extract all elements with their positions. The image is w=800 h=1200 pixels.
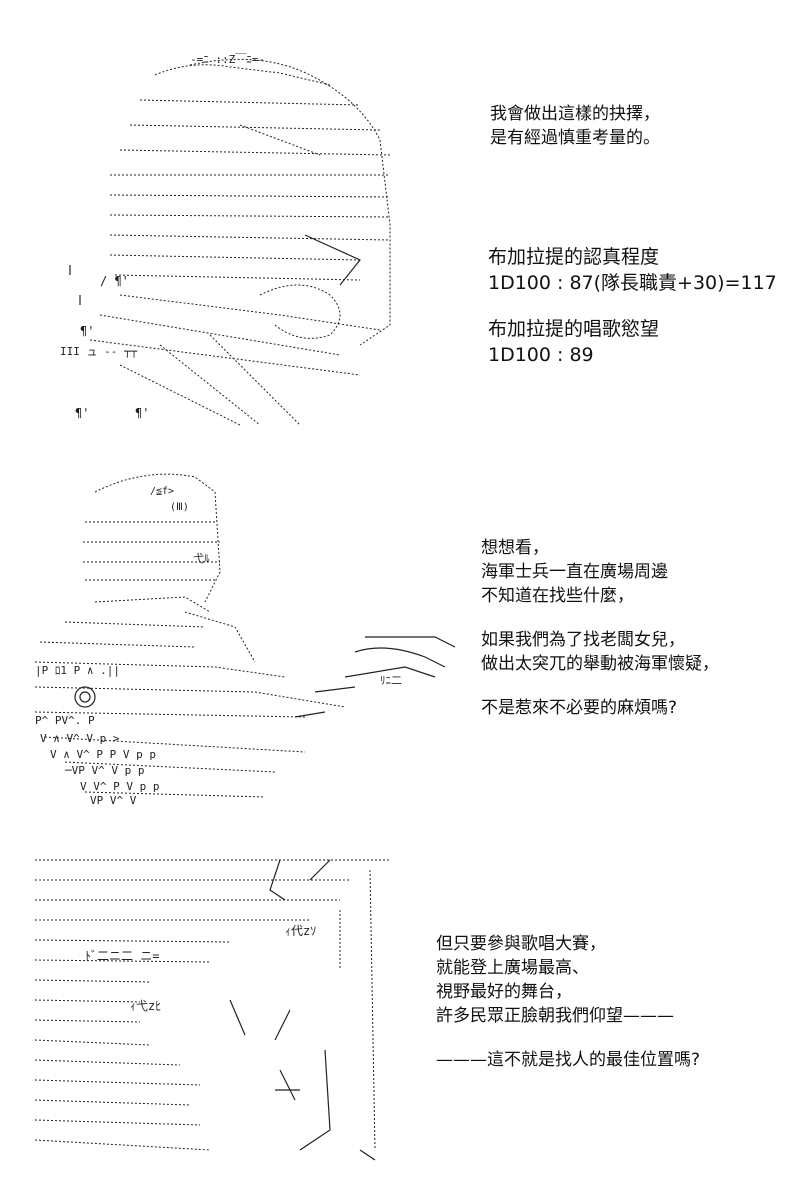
caption-line: 視野最好的舞台， xyxy=(436,982,572,1002)
caption-line: 我會做出這樣的抉擇， xyxy=(490,104,660,124)
panel-1: -=ﾆ ::Z￣ﾆ=- ΙΙΙ ュ ‐‐ ┬┬ ¶' ¶' / ¶' ¶' 我會… xyxy=(0,0,800,440)
svg-text:V V^ P V p p: V V^ P V p p xyxy=(80,780,159,793)
art-cap-text: /≦f> xyxy=(150,486,174,497)
caption-spacer xyxy=(481,676,719,696)
caption-line: 如果我們為了找老闆女兒， xyxy=(481,630,685,650)
art-mark-text: 弋ﾙ xyxy=(193,552,210,565)
caption-line: 1D100 : 89 xyxy=(488,344,594,366)
caption-spacer xyxy=(436,1028,700,1048)
caption-spacer xyxy=(488,296,777,316)
caption-line: 想想看， xyxy=(481,538,549,558)
art-face-text: ｨ代zｿ xyxy=(285,924,316,938)
caption-line: 是有經過慎重考量的。 xyxy=(490,128,660,148)
caption-line: 就能登上廣場最高、 xyxy=(436,958,589,978)
svg-text:¶': ¶' xyxy=(135,406,149,420)
art-text-top: -=ﾆ ::Z￣ﾆ=- xyxy=(190,52,265,66)
art-badge-text: (Ⅲ) xyxy=(170,502,189,513)
svg-text:─VP V^ V p p: ─VP V^ V p p xyxy=(64,764,144,777)
svg-text:V ∧ V^ P P V p p: V ∧ V^ P P V p p xyxy=(50,748,156,761)
svg-text:/ ¶': / ¶' xyxy=(100,274,129,288)
caption-stage: 但只要參與歌唱大賽， 就能登上廣場最高、 視野最好的舞台， 許多民眾正臉朝我們仰… xyxy=(436,932,700,1072)
caption-spacer xyxy=(481,608,719,628)
svg-text:|P ﾛ1 P ∧ .||: |P ﾛ1 P ∧ .|| xyxy=(35,664,120,677)
caption-line: 不是惹來不必要的麻煩嗎? xyxy=(481,698,678,718)
caption-line: 做出太突兀的舉動被海軍懷疑， xyxy=(481,654,719,674)
svg-text:VP V^ V: VP V^ V xyxy=(90,794,137,807)
svg-text:¶': ¶' xyxy=(80,324,94,338)
caption-decision: 我會做出這樣的抉擇， 是有經過慎重考量的。 xyxy=(490,102,660,150)
caption-reasoning: 想想看， 海軍士兵一直在廣場周邊 不知道在找些什麼， 如果我們為了找老闆女兒， … xyxy=(481,536,719,720)
ascii-art-character-pointing: /≦f> (Ⅲ) 弋ﾙ ﾘﾆ二 |P ﾛ1 P ∧ .|| P^ PV^. P … xyxy=(34,473,456,807)
caption-line: 許多民眾正臉朝我們仰望——— xyxy=(436,1006,674,1026)
art-face2-text: ｨ弋zﾋ xyxy=(130,999,161,1013)
svg-text:ΙΙΙ ュ ‐‐ ┬┬: ΙΙΙ ュ ‐‐ ┬┬ xyxy=(60,345,138,358)
panel-2: /≦f> (Ⅲ) 弋ﾙ ﾘﾆ二 |P ﾛ1 P ∧ .|| P^ PV^. P … xyxy=(0,450,800,820)
caption-line: 海軍士兵一直在廣場周邊 xyxy=(481,562,668,582)
svg-text:V ∧ V^ V p >: V ∧ V^ V p > xyxy=(40,732,120,745)
ascii-art-character-closeup: ﾄﾞ二ニ二 ニ= ｨ代zｿ ｨ弋zﾋ xyxy=(34,859,390,1161)
caption-line: 布加拉提的唱歌慾望 xyxy=(488,318,660,340)
art-mid-text: ﾄﾞ二ニ二 ニ= xyxy=(85,949,159,963)
svg-text:P^ PV^. P: P^ PV^. P xyxy=(35,714,95,727)
caption-line: 不知道在找些什麼， xyxy=(481,586,634,606)
caption-line: ———這不就是找人的最佳位置嗎? xyxy=(436,1050,701,1070)
art-hands-text: ﾘﾆ二 xyxy=(380,674,402,687)
ascii-art-character-cap: -=ﾆ ::Z￣ﾆ=- ΙΙΙ ュ ‐‐ ┬┬ ¶' ¶' / ¶' ¶' xyxy=(60,52,391,426)
panel-3: ﾄﾞ二ニ二 ニ= ｨ代zｿ ｨ弋zﾋ 但只要參與歌唱大賽， 就能登上廣場最高、 … xyxy=(0,820,800,1200)
svg-text:¶': ¶' xyxy=(75,406,89,420)
caption-line: 但只要參與歌唱大賽， xyxy=(436,934,606,954)
caption-line: 1D100 : 87(隊長職責+30)=117 xyxy=(488,272,777,294)
caption-dice-rolls: 布加拉提的認真程度 1D100 : 87(隊長職責+30)=117 布加拉提的唱… xyxy=(488,244,777,368)
caption-line: 布加拉提的認真程度 xyxy=(488,246,660,268)
